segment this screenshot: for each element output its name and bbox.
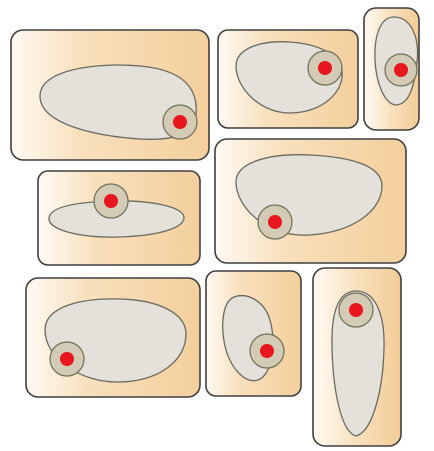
cell-6-nucleus-core xyxy=(60,352,74,366)
cell-3-nucleus-core xyxy=(394,63,408,77)
cell-2-nucleus-core xyxy=(318,61,332,75)
cell-3 xyxy=(364,8,419,130)
cell-2 xyxy=(218,30,358,128)
cell-7 xyxy=(206,271,301,396)
cell-8 xyxy=(313,268,401,446)
cell-6 xyxy=(26,278,200,397)
cell-1-nucleus-core xyxy=(173,115,187,129)
cell-4 xyxy=(38,171,200,265)
cell-4-nucleus-core xyxy=(104,194,118,208)
cell-8-nucleus-core xyxy=(349,303,363,317)
cell-1 xyxy=(11,30,209,160)
cell-7-nucleus-core xyxy=(260,344,274,358)
cell-5 xyxy=(215,139,406,263)
cell-5-nucleus-core xyxy=(268,215,282,229)
